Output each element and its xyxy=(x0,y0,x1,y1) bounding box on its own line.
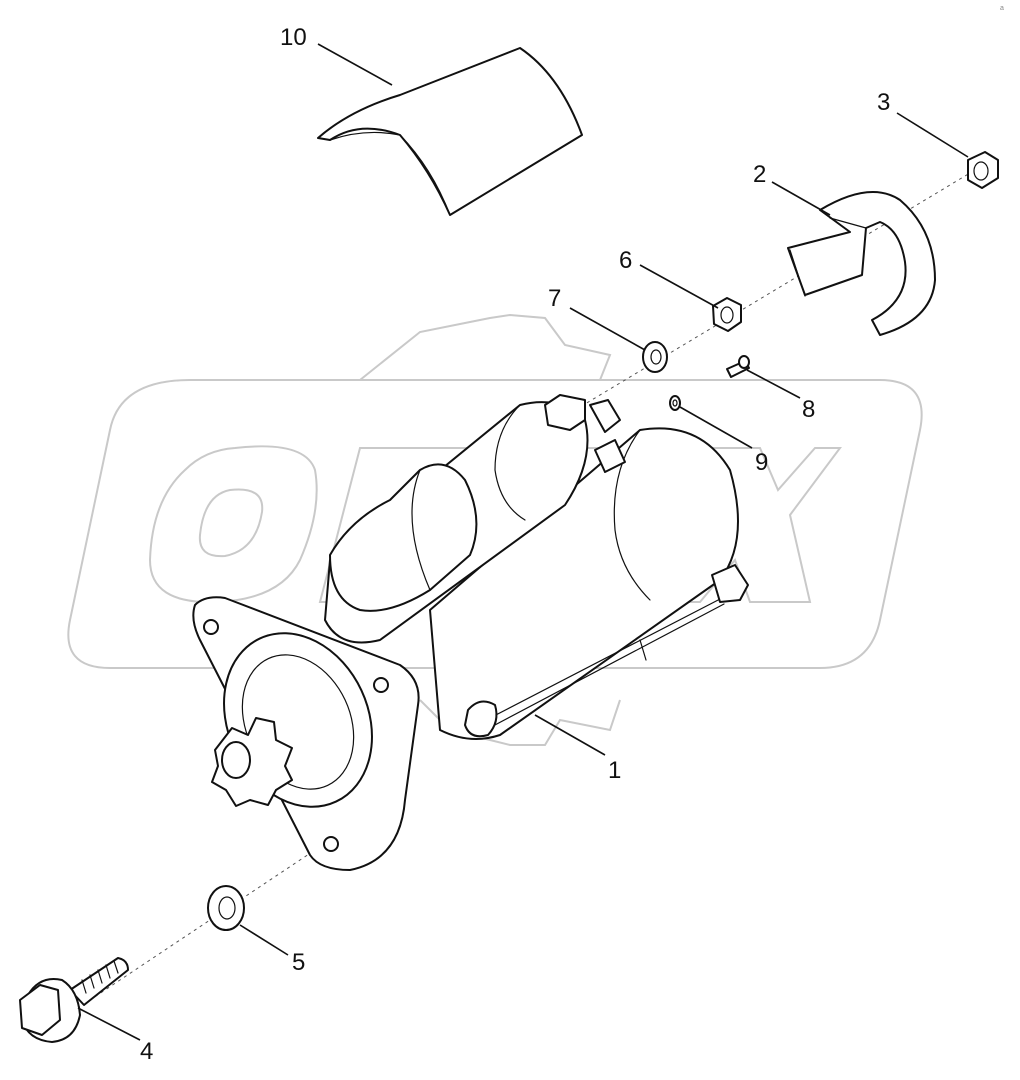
callout-4: 4 xyxy=(140,1038,153,1065)
callout-9: 9 xyxy=(755,449,768,476)
callout-6: 6 xyxy=(619,247,632,274)
part-10-heat-shield xyxy=(317,47,583,216)
callout-labels: 1 2 3 4 5 6 7 8 9 10 xyxy=(140,24,890,1065)
part-7-washer xyxy=(642,341,668,373)
watermark-letter-o xyxy=(148,445,318,604)
leader-8 xyxy=(746,369,801,399)
callout-5: 5 xyxy=(292,949,305,976)
part-8-screw xyxy=(726,355,750,378)
leader-lines xyxy=(77,43,969,1041)
callout-10: 10 xyxy=(280,24,307,51)
leader-7 xyxy=(569,307,646,351)
leader-3 xyxy=(896,112,969,158)
leader-2 xyxy=(771,181,831,216)
corner-mark: a xyxy=(1000,5,1004,12)
axis-upper xyxy=(574,169,976,411)
leader-6 xyxy=(639,264,719,309)
leader-1 xyxy=(534,714,606,756)
callout-3: 3 xyxy=(877,89,890,116)
leader-5 xyxy=(239,924,289,956)
part-9-small-washer xyxy=(669,395,681,411)
part-3-nut xyxy=(967,151,999,189)
assembly-axis-lines xyxy=(59,169,976,1021)
leader-10 xyxy=(317,43,393,86)
part-4-bolt xyxy=(19,957,129,1043)
callout-8: 8 xyxy=(802,396,815,423)
part-2-bracket xyxy=(787,191,936,336)
axis-lower xyxy=(59,839,331,1021)
callout-2: 2 xyxy=(753,161,766,188)
leader-4 xyxy=(77,1007,141,1041)
callout-1: 1 xyxy=(608,757,621,784)
part-5-washer xyxy=(207,885,245,931)
part-6-nut xyxy=(712,297,742,332)
leader-9 xyxy=(679,406,753,449)
callout-7: 7 xyxy=(548,285,561,312)
part-1-starter-motor xyxy=(192,394,749,871)
